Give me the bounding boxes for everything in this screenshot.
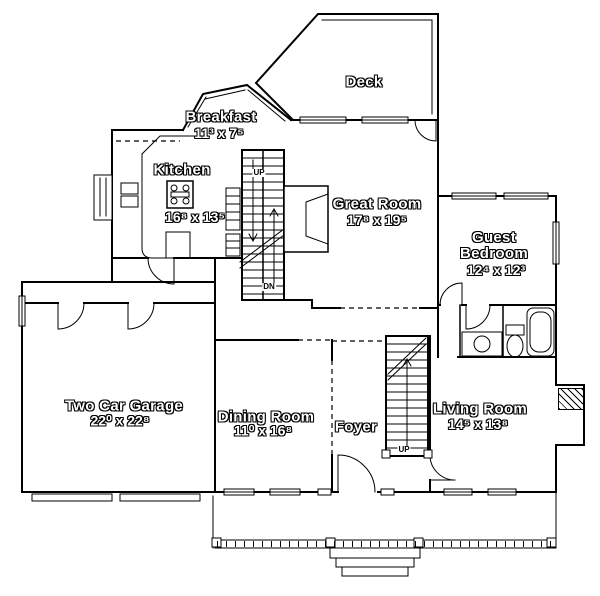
main-stairs-up-label: UP [252,168,266,177]
windows [18,116,560,502]
room-label-kitchen: Kitchen [153,161,211,179]
room-dims-garage: 22⁰ x 22⁸ [90,412,150,429]
doors [57,119,491,493]
room-label-guest-bedroom: Guest Bedroom [460,228,528,262]
deck-outline [254,13,439,121]
room-dims-guest-bedroom: 12⁴ x 12³ [466,262,526,278]
room-dims-dining-room: 11⁰ x 16⁸ [233,422,293,439]
room-dims-great-room: 17⁸ x 19⁵ [347,212,407,228]
main-stairs-down-label: DN [262,282,276,291]
foyer-staircase [381,335,433,459]
room-label-foyer: Foyer [334,418,378,436]
room-label-breakfast: Breakfast [185,108,257,126]
bathroom-fixtures [461,307,555,358]
room-label-deck: Deck [345,73,383,91]
foyer-stairs-up-label: UP [397,445,411,454]
room-label-dining-room: Dining Room [217,408,315,426]
interior-walls [21,257,557,493]
room-label-living-room: Living Room [432,400,528,418]
room-dims-living-room: 14⁵ x 13⁸ [448,416,508,432]
porch [211,491,557,577]
kitchen-fixtures [116,135,206,259]
room-label-garage: Two Car Garage [64,397,184,415]
room-dims-breakfast: 11³ x 7⁵ [194,125,244,141]
great-room-fireplace [283,185,329,253]
room-label-great-room: Great Room [332,195,422,213]
living-room-fireplace-icon [558,388,584,410]
porch-railing-posts [217,541,553,547]
room-dims-kitchen: 16⁸ x 13⁵ [165,209,225,225]
